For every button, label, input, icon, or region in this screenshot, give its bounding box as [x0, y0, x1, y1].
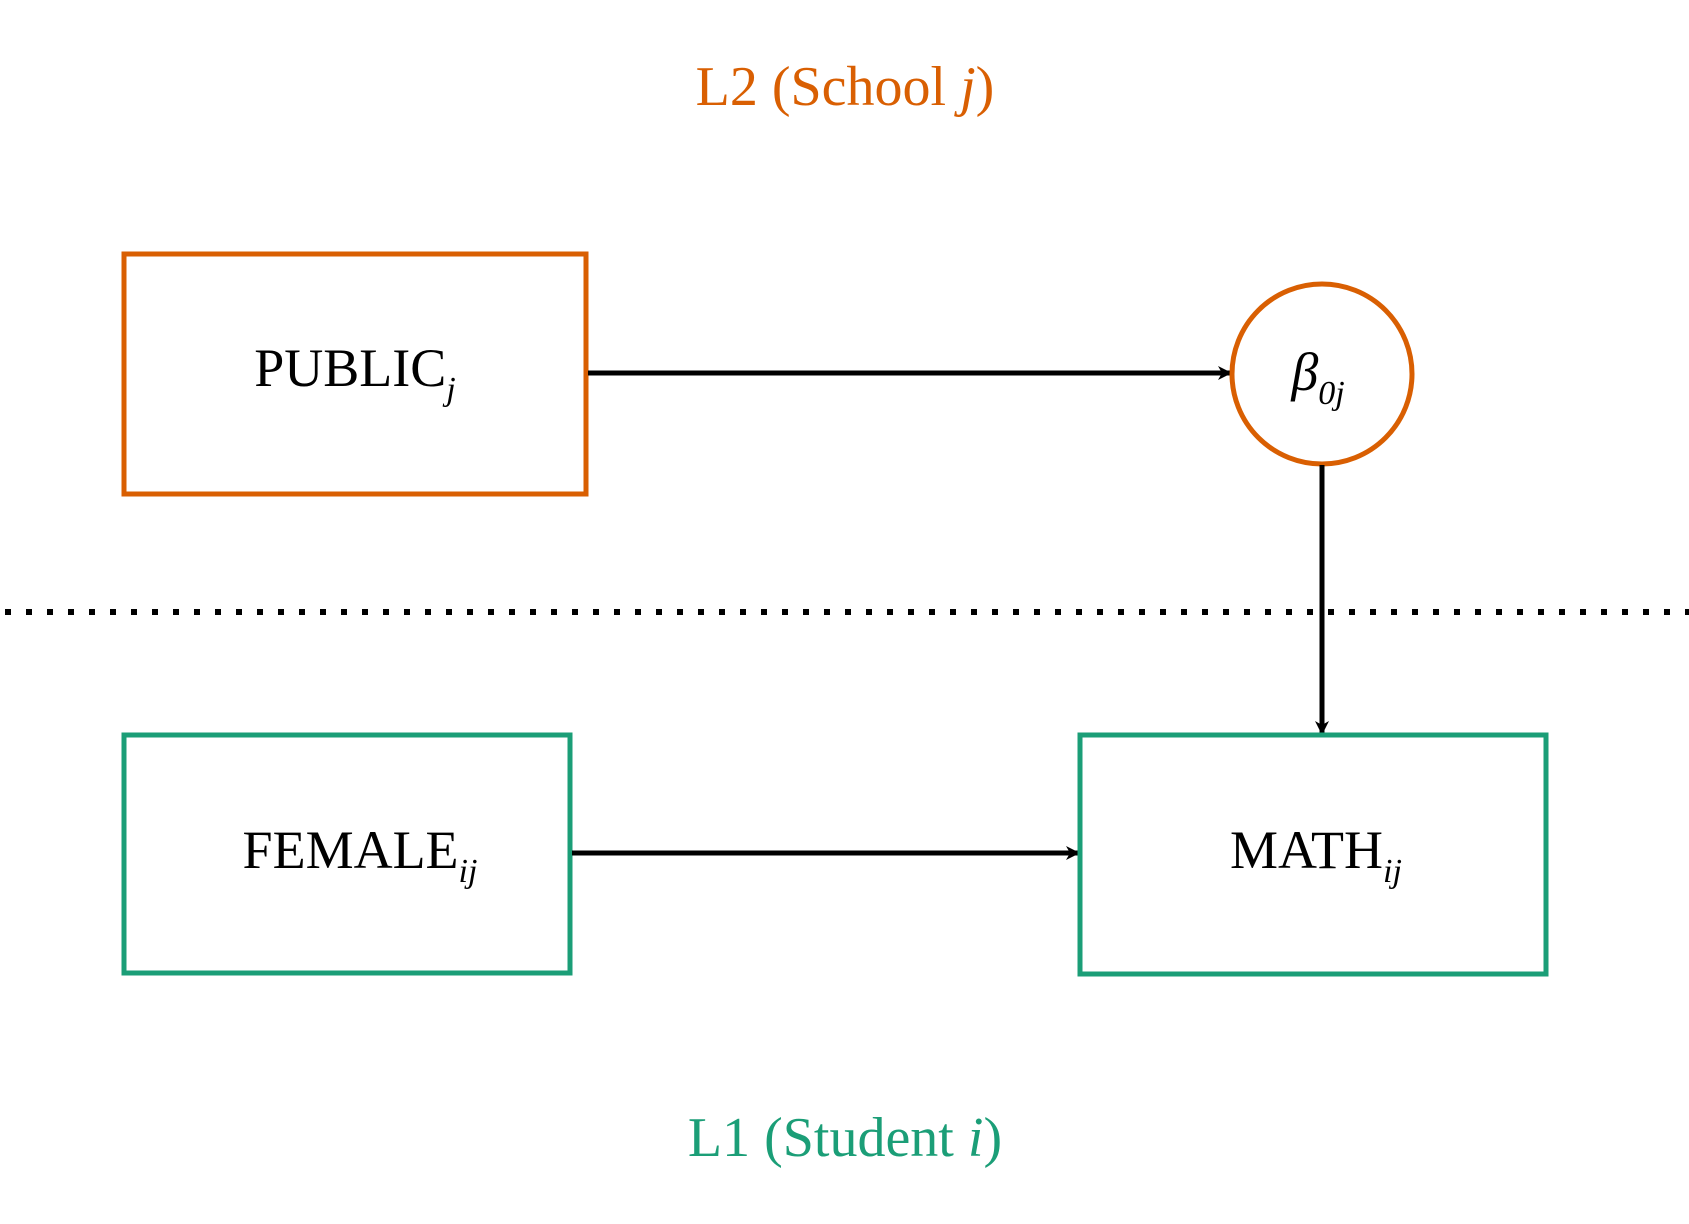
- math-box: [1077, 732, 1549, 977]
- math-label: MATHij: [1230, 820, 1402, 890]
- node-math: MATHij: [1077, 732, 1549, 977]
- node-public: PUBLICj: [121, 251, 589, 497]
- female-label: FEMALEij: [243, 820, 478, 890]
- female-box: [121, 732, 573, 976]
- node-female: FEMALEij: [121, 732, 573, 976]
- beta-label: β0j: [1290, 342, 1344, 412]
- node-beta: β0j: [1229, 281, 1415, 467]
- public-box: [121, 251, 589, 497]
- level1-label: L1 (Student i): [688, 1107, 1002, 1169]
- level2-label: L2 (School j): [696, 56, 995, 118]
- public-label: PUBLICj: [254, 338, 456, 408]
- beta-circle: [1229, 281, 1415, 467]
